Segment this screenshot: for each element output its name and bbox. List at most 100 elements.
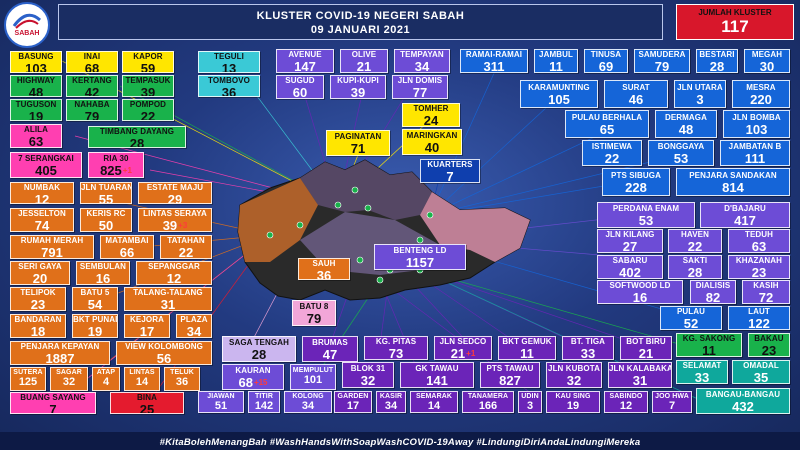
cluster-count: 103 — [11, 62, 61, 72]
cluster-count-value: 30 — [759, 59, 775, 73]
cluster-label: LAUT — [748, 307, 770, 316]
cluster-count: 72 — [743, 291, 789, 303]
cluster-count-value: 50 — [98, 218, 114, 232]
cluster-count-value: 11 — [520, 346, 534, 360]
cluster-label: TEMPAYAN — [400, 50, 444, 59]
cluster-count: 50 — [81, 218, 131, 232]
cluster-label: NUMBAK — [23, 183, 61, 192]
cluster-label: JLN BOMBA — [732, 112, 781, 122]
sabah-landmass — [237, 159, 531, 301]
cluster-label: BANGAU-BANGAU — [705, 389, 781, 399]
cluster-count: 103 — [724, 123, 789, 136]
cluster-count-value: 42 — [84, 85, 100, 97]
cluster-count-value: 71 — [350, 140, 366, 156]
cluster-count-value: 105 — [548, 91, 570, 107]
cluster-count: 141 — [401, 374, 473, 387]
cluster-count: 19 — [11, 109, 61, 121]
cluster-label: PENJARA KEPAYAN — [20, 342, 100, 351]
cluster-count-value: 827 — [499, 372, 521, 388]
cluster-label: GARDEN — [337, 393, 369, 400]
cluster-label: RAMAI-RAMAI — [465, 50, 523, 59]
cluster-label: ALILA — [23, 125, 49, 134]
cluster-count-value: 16 — [632, 290, 648, 304]
cluster-label: TATAHAN — [167, 236, 205, 245]
cluster-count: 11 — [499, 346, 555, 360]
cluster-count: 77 — [393, 86, 447, 98]
cluster-count-value: 56 — [156, 351, 172, 365]
cluster-count: 7 — [421, 170, 479, 182]
cluster-label: UDIN — [521, 393, 539, 400]
cluster-count: 74 — [11, 219, 73, 231]
cluster-count: 56 — [117, 351, 211, 365]
cluster-count-value: 32 — [566, 372, 582, 388]
cluster-count: 20 — [11, 272, 69, 284]
cluster-count-value: 147 — [294, 59, 316, 73]
cluster-label: NAHABA — [74, 100, 110, 109]
cluster-count: 825+1 — [89, 164, 143, 177]
total-clusters-value: 117 — [721, 17, 749, 36]
cluster-label: OMADAL — [743, 361, 779, 370]
cluster-label: KG. SAKONG — [682, 334, 736, 343]
cluster-label: PLAZA — [180, 315, 208, 324]
cluster-count: 402 — [598, 266, 662, 278]
cluster-count-value: 33 — [694, 370, 710, 384]
cluster-new-cases-delta: +1 — [122, 165, 132, 175]
cluster-count-value: 54 — [87, 297, 103, 311]
cluster-count: 12 — [11, 192, 73, 204]
cluster-count-value: 27 — [622, 239, 638, 253]
cluster-count: 32 — [51, 377, 87, 388]
cluster-count-value: 12 — [34, 192, 50, 204]
cluster-label: BASUNG — [18, 52, 54, 61]
cluster-count: 63 — [729, 239, 789, 253]
cluster-count: 19 — [547, 401, 599, 412]
cluster-count-value: 46 — [628, 91, 644, 107]
cluster-label: TEMPASUK — [125, 76, 171, 85]
hashtag-text: #KitaBolehMenangBah #WashHandsWithSoapWa… — [159, 437, 641, 448]
cluster-count-value: 7 — [49, 402, 57, 414]
cluster-count-value: 73 — [388, 346, 404, 360]
cluster-new-cases-delta: +3 — [178, 221, 188, 230]
cluster-count: 220 — [733, 93, 789, 106]
cluster-label: JESSELTON — [18, 209, 66, 218]
cluster-label: TOMBOVO — [208, 76, 250, 85]
cluster-count: 4 — [93, 377, 119, 388]
cluster-count: 3 — [675, 93, 725, 106]
cluster-label: BESTARI — [699, 50, 735, 59]
cluster-count: 311 — [461, 60, 527, 72]
cluster-count: 60 — [277, 86, 323, 98]
cluster-count-value: 63 — [28, 134, 44, 148]
cluster-count-value: 79 — [654, 59, 670, 73]
cluster-label: HAVEN — [681, 230, 709, 239]
cluster-count-value: 19 — [566, 400, 580, 412]
cluster-count-value: 19 — [28, 109, 44, 121]
cluster-label: SUTERA — [13, 369, 43, 376]
cluster-label: PERDANA ENAM — [612, 203, 680, 213]
cluster-count: 417 — [701, 214, 789, 227]
cluster-label: TANAMERA — [467, 393, 509, 400]
cluster-count-value: 34 — [384, 400, 398, 412]
cluster-count: 28 — [223, 348, 295, 361]
cluster-count-value: 63 — [751, 239, 767, 253]
cluster-count: 39 — [123, 86, 173, 96]
cluster-count-value: 19 — [87, 324, 103, 338]
